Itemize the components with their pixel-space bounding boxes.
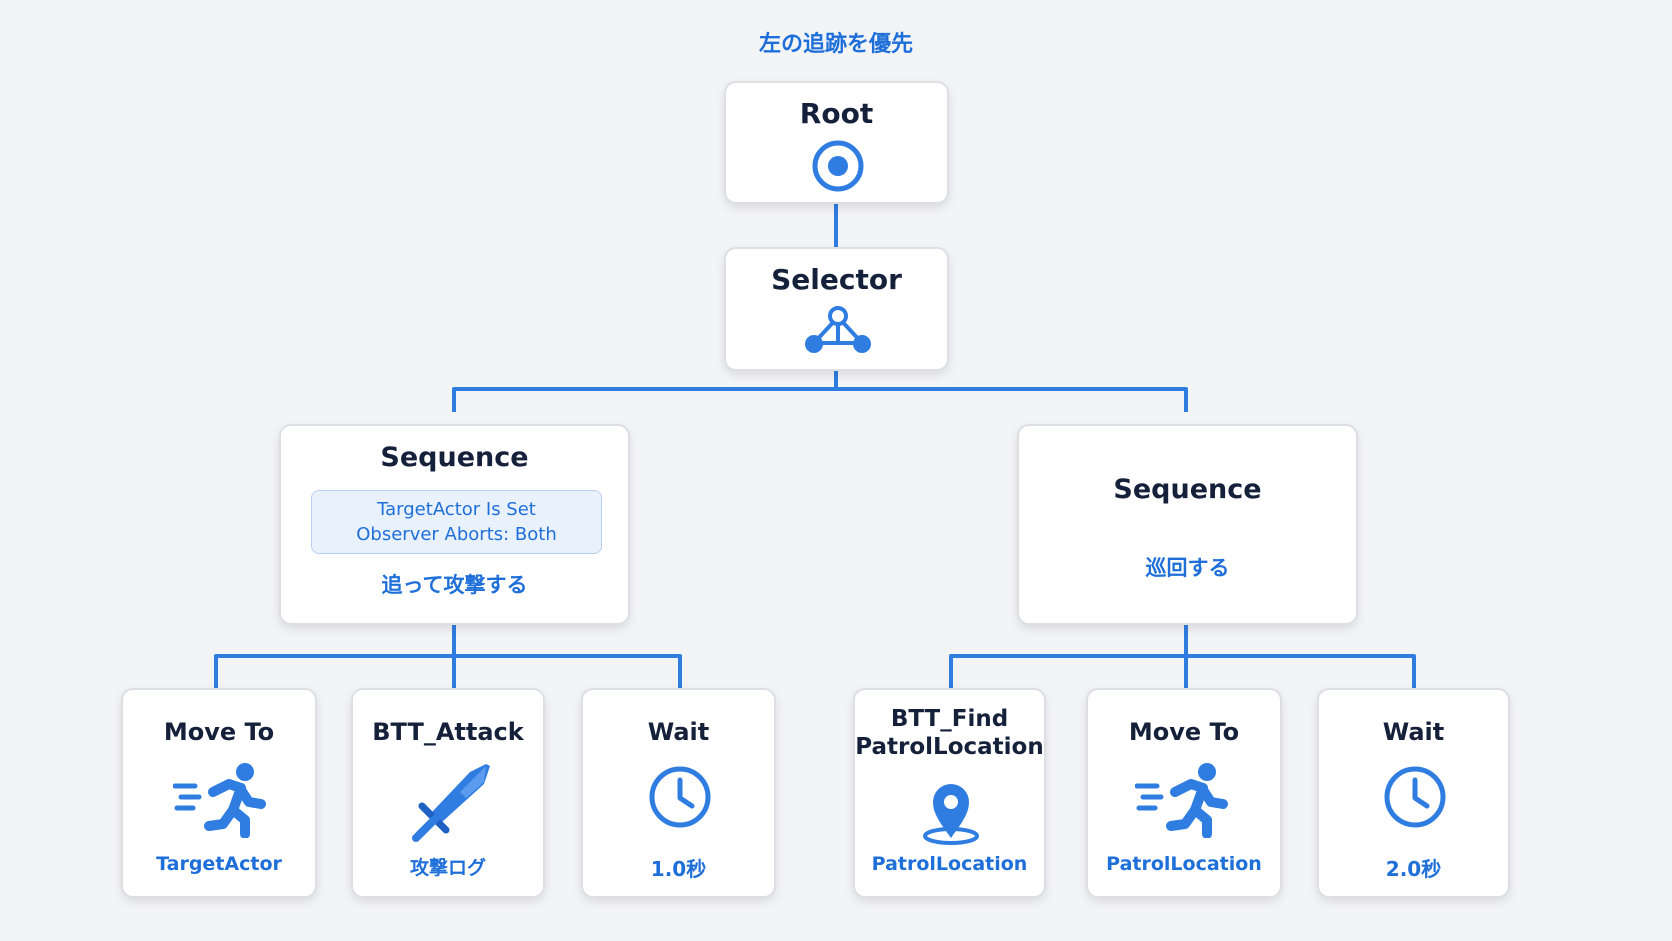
connector-right-tasks [949,654,1416,688]
root-title: Root [799,97,874,130]
task-move-to-target[interactable]: Move To TargetActor [121,688,317,898]
task-subtitle: 1.0秒 [650,857,707,881]
task-attack[interactable]: BTT_Attack 攻撃ログ [351,688,545,898]
running-person-icon [1135,763,1228,838]
task-subtitle: 2.0秒 [1385,857,1442,881]
task-find-patrol-location[interactable]: BTT_Find PatrolLocation PatrolLocation [853,688,1046,898]
selector-node[interactable]: Selector [724,247,949,371]
task-title: BTT_Attack [372,718,524,746]
sequence-left-node[interactable]: Sequence TargetActor Is Set Observer Abo… [279,424,630,625]
map-pin-icon [923,784,979,845]
task-wait-1[interactable]: Wait 1.0秒 [581,688,776,898]
task-subtitle: PatrolLocation [1106,853,1262,875]
target-icon [812,140,864,192]
priority-caption: 左の追跡を優先 [758,32,913,57]
root-node[interactable]: Root [724,81,949,204]
sequence-right-node[interactable]: Sequence 巡回する [1017,424,1358,625]
blackboard-decorator[interactable]: TargetActor Is Set Observer Aborts: Both [311,490,602,554]
decorator-condition: TargetActor Is Set [377,499,536,520]
task-subtitle: 攻撃ログ [409,857,486,879]
clock-icon [1384,766,1446,828]
running-person-icon [173,763,266,838]
decorator-abort-mode: Observer Aborts: Both [356,524,557,545]
selector-title: Selector [771,263,902,296]
task-subtitle: PatrolLocation [871,853,1028,875]
clock-icon [649,766,711,828]
task-title-line2: PatrolLocation [855,734,1044,760]
sword-icon [412,764,490,842]
connector-selector-sequences [452,387,1188,412]
task-title: Move To [1128,718,1240,746]
task-subtitle: TargetActor [156,853,282,875]
task-title: Wait [1382,718,1445,746]
task-wait-2[interactable]: Wait 2.0秒 [1317,688,1510,898]
task-title-line1: BTT_Find [890,706,1009,732]
task-move-to-patrol[interactable]: Move To PatrolLocation [1086,688,1282,898]
selector-icon [805,306,871,353]
sequence-right-subtitle: 巡回する [1145,556,1230,580]
sequence-left-title: Sequence [380,442,529,473]
task-title: Move To [163,718,275,746]
sequence-right-title: Sequence [1113,474,1262,505]
sequence-left-subtitle: 追って攻撃する [381,573,528,597]
connector-left-tasks [214,654,682,688]
task-title: Wait [647,718,710,746]
